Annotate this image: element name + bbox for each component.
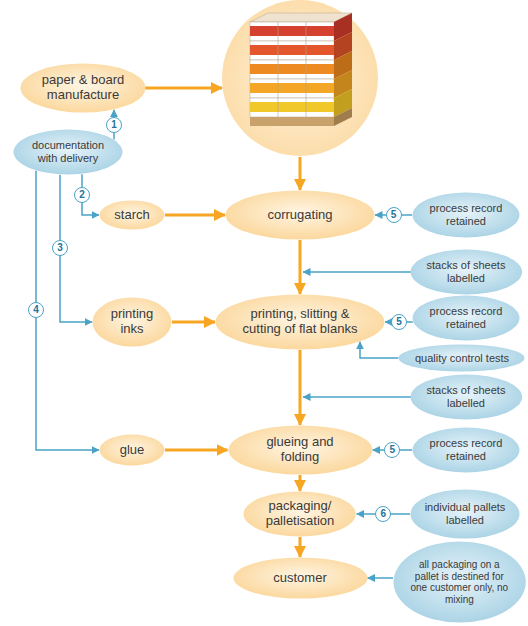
node-label: printing, slitting & cutting of flat bla… xyxy=(242,307,358,337)
box-band xyxy=(250,45,334,55)
flow-arrow xyxy=(299,350,302,425)
info-ellipse: process record retained xyxy=(412,427,520,473)
callout-number: 2 xyxy=(74,187,90,203)
callout-number: 4 xyxy=(28,302,44,318)
ellipse-fill xyxy=(244,492,356,537)
flow-arrow xyxy=(299,537,302,557)
box-band xyxy=(250,102,334,112)
box-row xyxy=(250,60,334,79)
process-ellipse: starch xyxy=(99,200,165,230)
flow-arrow xyxy=(299,475,302,491)
info-ellipse: stacks of sheets labelled xyxy=(410,249,523,295)
box-band xyxy=(250,83,334,93)
box-band xyxy=(250,64,334,74)
ellipse-fill xyxy=(399,345,525,372)
node-label: process record retained xyxy=(429,305,503,330)
box-row xyxy=(250,41,334,60)
ellipse-fill xyxy=(216,295,385,350)
node-label: customer xyxy=(273,571,328,586)
node-label: stacks of sheets labelled xyxy=(426,384,506,409)
node-label: packaging/ palletisation xyxy=(265,499,335,529)
callout-number: 3 xyxy=(52,240,68,256)
process-ellipse: printing, slitting & cutting of flat bla… xyxy=(215,294,385,350)
node-label: starch xyxy=(114,208,151,223)
flow-arrow xyxy=(165,214,225,217)
pallet-side xyxy=(334,108,352,126)
node-label: glueing and folding xyxy=(266,435,335,465)
process-ellipse: corrugating xyxy=(225,190,375,240)
info-arrow xyxy=(360,342,398,358)
leader-arrow xyxy=(303,271,415,273)
flow-arrow xyxy=(299,157,302,190)
ellipse-fill xyxy=(21,64,146,113)
leader-arrow xyxy=(303,396,415,398)
info-arrow xyxy=(36,171,99,450)
node-label: all packaging on a pallet is destined fo… xyxy=(410,559,509,605)
ellipse-fill xyxy=(413,428,520,473)
pallet-illustration xyxy=(250,13,352,126)
ellipse-fill xyxy=(413,193,520,238)
node-label: printing inks xyxy=(110,307,154,337)
process-ellipse: customer xyxy=(233,557,368,599)
process-ellipse: paper & board manufacture xyxy=(20,63,146,113)
box-row xyxy=(250,22,334,41)
info-ellipse: all packaging on a pallet is destined fo… xyxy=(393,541,526,623)
pallet-circle xyxy=(222,0,378,156)
box-row xyxy=(250,79,334,98)
ellipse-fill xyxy=(228,426,372,475)
pallet-base xyxy=(250,117,334,126)
node-label: process record retained xyxy=(429,202,503,227)
ellipse-fill xyxy=(100,435,165,466)
node-label: process record retained xyxy=(429,437,503,462)
node-label: documentation with delivery xyxy=(31,139,105,164)
info-ellipse: quality control tests xyxy=(398,344,525,372)
flow-arrow xyxy=(165,449,228,452)
box-row xyxy=(250,98,334,117)
info-ellipse: documentation with delivery xyxy=(13,129,123,175)
node-label: corrugating xyxy=(267,208,334,223)
node-label: glue xyxy=(119,443,145,458)
box-band xyxy=(250,26,334,36)
ellipse-fill xyxy=(411,490,520,539)
node-label: individual pallets labelled xyxy=(424,501,506,526)
flow-arrow xyxy=(140,87,222,90)
info-ellipse: stacks of sheets labelled xyxy=(410,374,523,420)
ellipse-fill xyxy=(233,558,367,599)
node-label: stacks of sheets labelled xyxy=(426,259,506,284)
callout-number: 1 xyxy=(106,117,122,133)
ellipse-fill xyxy=(413,296,520,341)
node-label: paper & board manufacture xyxy=(41,73,125,103)
ellipse-fill xyxy=(410,375,522,420)
callout-number: 6 xyxy=(375,506,391,522)
flow-arrow xyxy=(172,321,215,324)
ellipse-fill xyxy=(93,298,172,347)
info-ellipse: process record retained xyxy=(412,192,520,238)
callout-number: 5 xyxy=(391,314,407,330)
ellipse-fill xyxy=(100,201,165,230)
ellipse-fill xyxy=(226,191,375,240)
box-divider xyxy=(278,22,279,117)
process-ellipse: glueing and folding xyxy=(228,425,373,475)
info-arrow xyxy=(368,577,394,579)
process-ellipse: packaging/ palletisation xyxy=(243,491,356,537)
box-divider xyxy=(306,22,307,117)
process-ellipse: glue xyxy=(99,434,165,466)
flow-arrow xyxy=(299,240,302,294)
callout-number: 5 xyxy=(384,442,400,458)
process-ellipse: printing inks xyxy=(92,297,172,347)
info-ellipse: process record retained xyxy=(412,295,520,341)
ellipse-fill xyxy=(393,542,525,623)
node-label: quality control tests xyxy=(414,352,510,365)
callout-number: 5 xyxy=(386,207,402,223)
info-ellipse: individual pallets labelled xyxy=(410,489,520,539)
ellipse-fill xyxy=(14,130,123,175)
ellipse-fill xyxy=(410,250,522,295)
